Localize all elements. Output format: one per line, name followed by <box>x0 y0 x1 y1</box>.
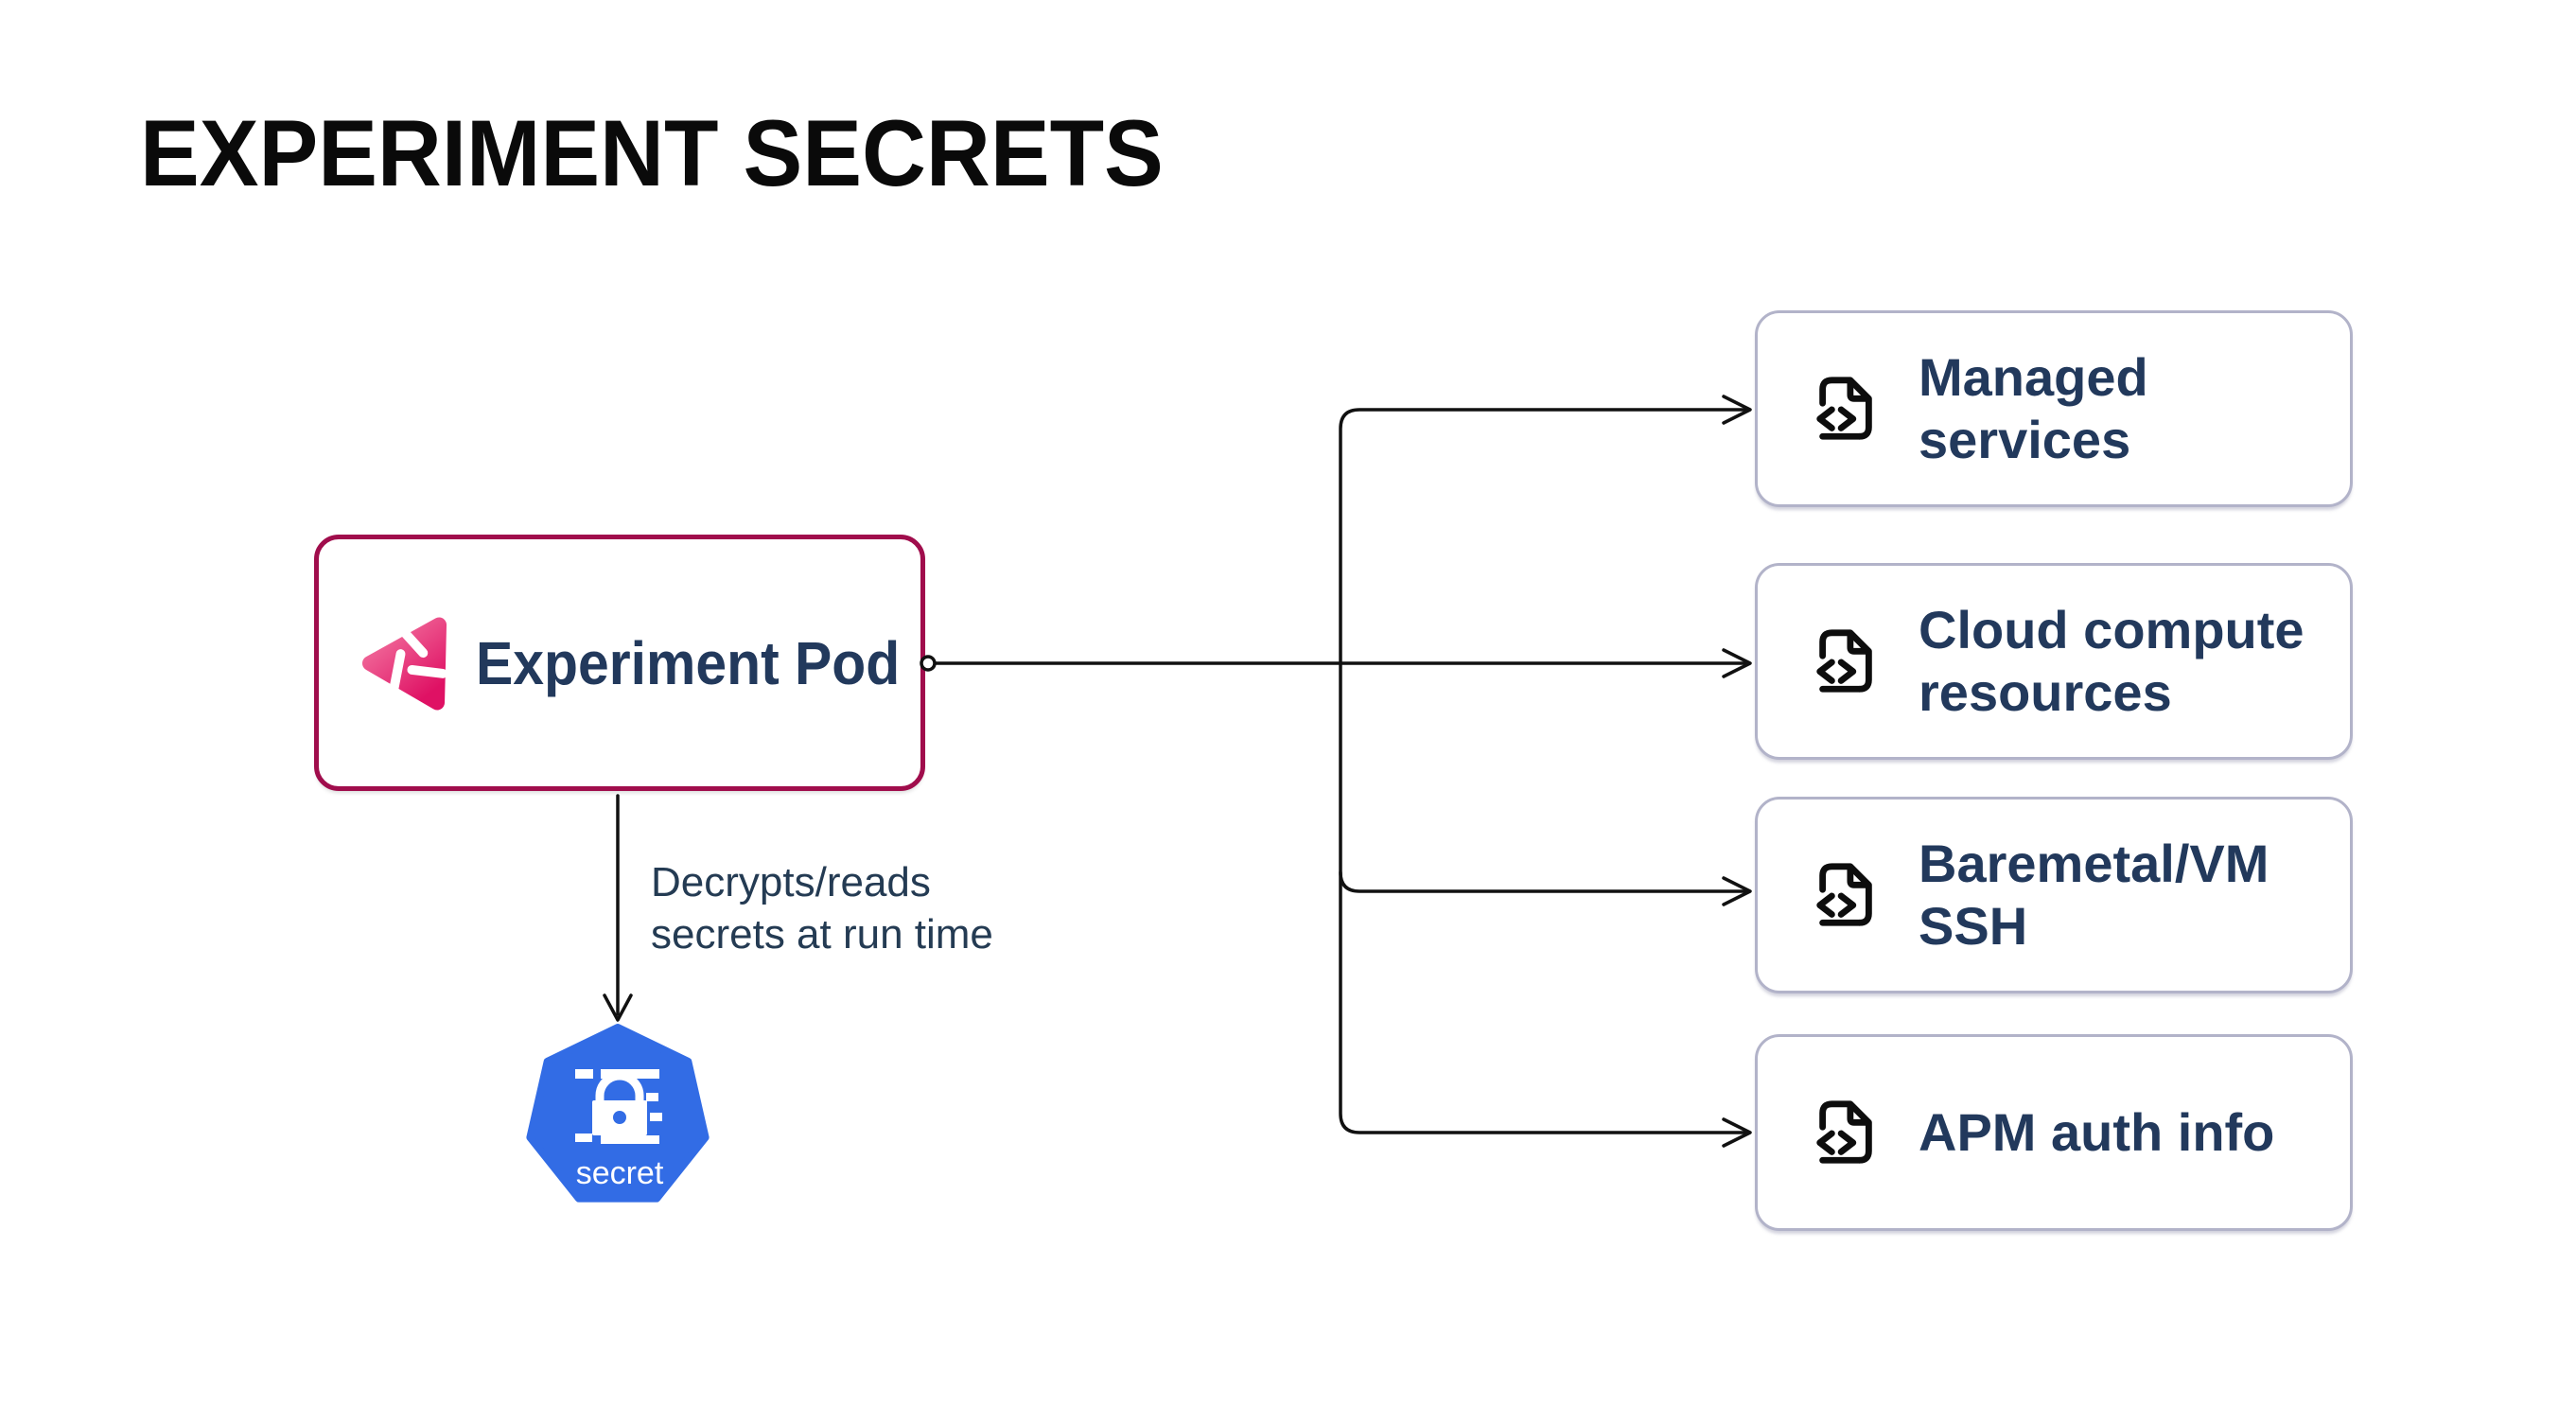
edge-annotation: Decrypts/reads secrets at run time <box>651 856 993 960</box>
file-code-icon <box>1809 856 1883 934</box>
file-code-icon <box>1809 623 1883 700</box>
litmus-experiment-icon <box>361 617 448 710</box>
experiment-pod-node: Experiment Pod <box>314 535 925 791</box>
heptagon-shape <box>526 1024 710 1203</box>
target-label: APM auth info <box>1919 1102 2275 1162</box>
experiment-pod-label: Experiment Pod <box>476 628 901 697</box>
target-box-apm-auth-info: APM auth info <box>1755 1034 2353 1231</box>
logo-triangle <box>361 617 447 710</box>
lock-icon <box>575 1069 662 1144</box>
logo-slashes <box>389 626 448 693</box>
file-code-icon <box>1809 1094 1883 1171</box>
secret-label: secret <box>576 1155 664 1191</box>
edge-annotation-line2: secrets at run time <box>651 911 993 958</box>
edge-to-baremetal-vm-ssh <box>1339 870 1748 893</box>
edge-to-managed-services <box>1339 408 1748 665</box>
target-box-cloud-compute-resources: Cloud compute resources <box>1755 563 2353 760</box>
kubernetes-secret-icon: secret <box>526 1024 710 1203</box>
target-box-baremetal-vm-ssh: Baremetal/VM SSH <box>1755 797 2353 993</box>
target-label: Baremetal/VM SSH <box>1919 834 2269 956</box>
edge-annotation-line1: Decrypts/reads <box>651 859 931 905</box>
page-title: EXPERIMENT SECRETS <box>140 100 1164 205</box>
edge-to-apm-auth-info <box>1339 661 1748 1134</box>
target-label: Cloud compute resources <box>1919 600 2304 722</box>
target-box-managed-services: Managed services <box>1755 310 2353 507</box>
file-code-icon <box>1809 370 1883 448</box>
target-label: Managed services <box>1919 347 2148 469</box>
